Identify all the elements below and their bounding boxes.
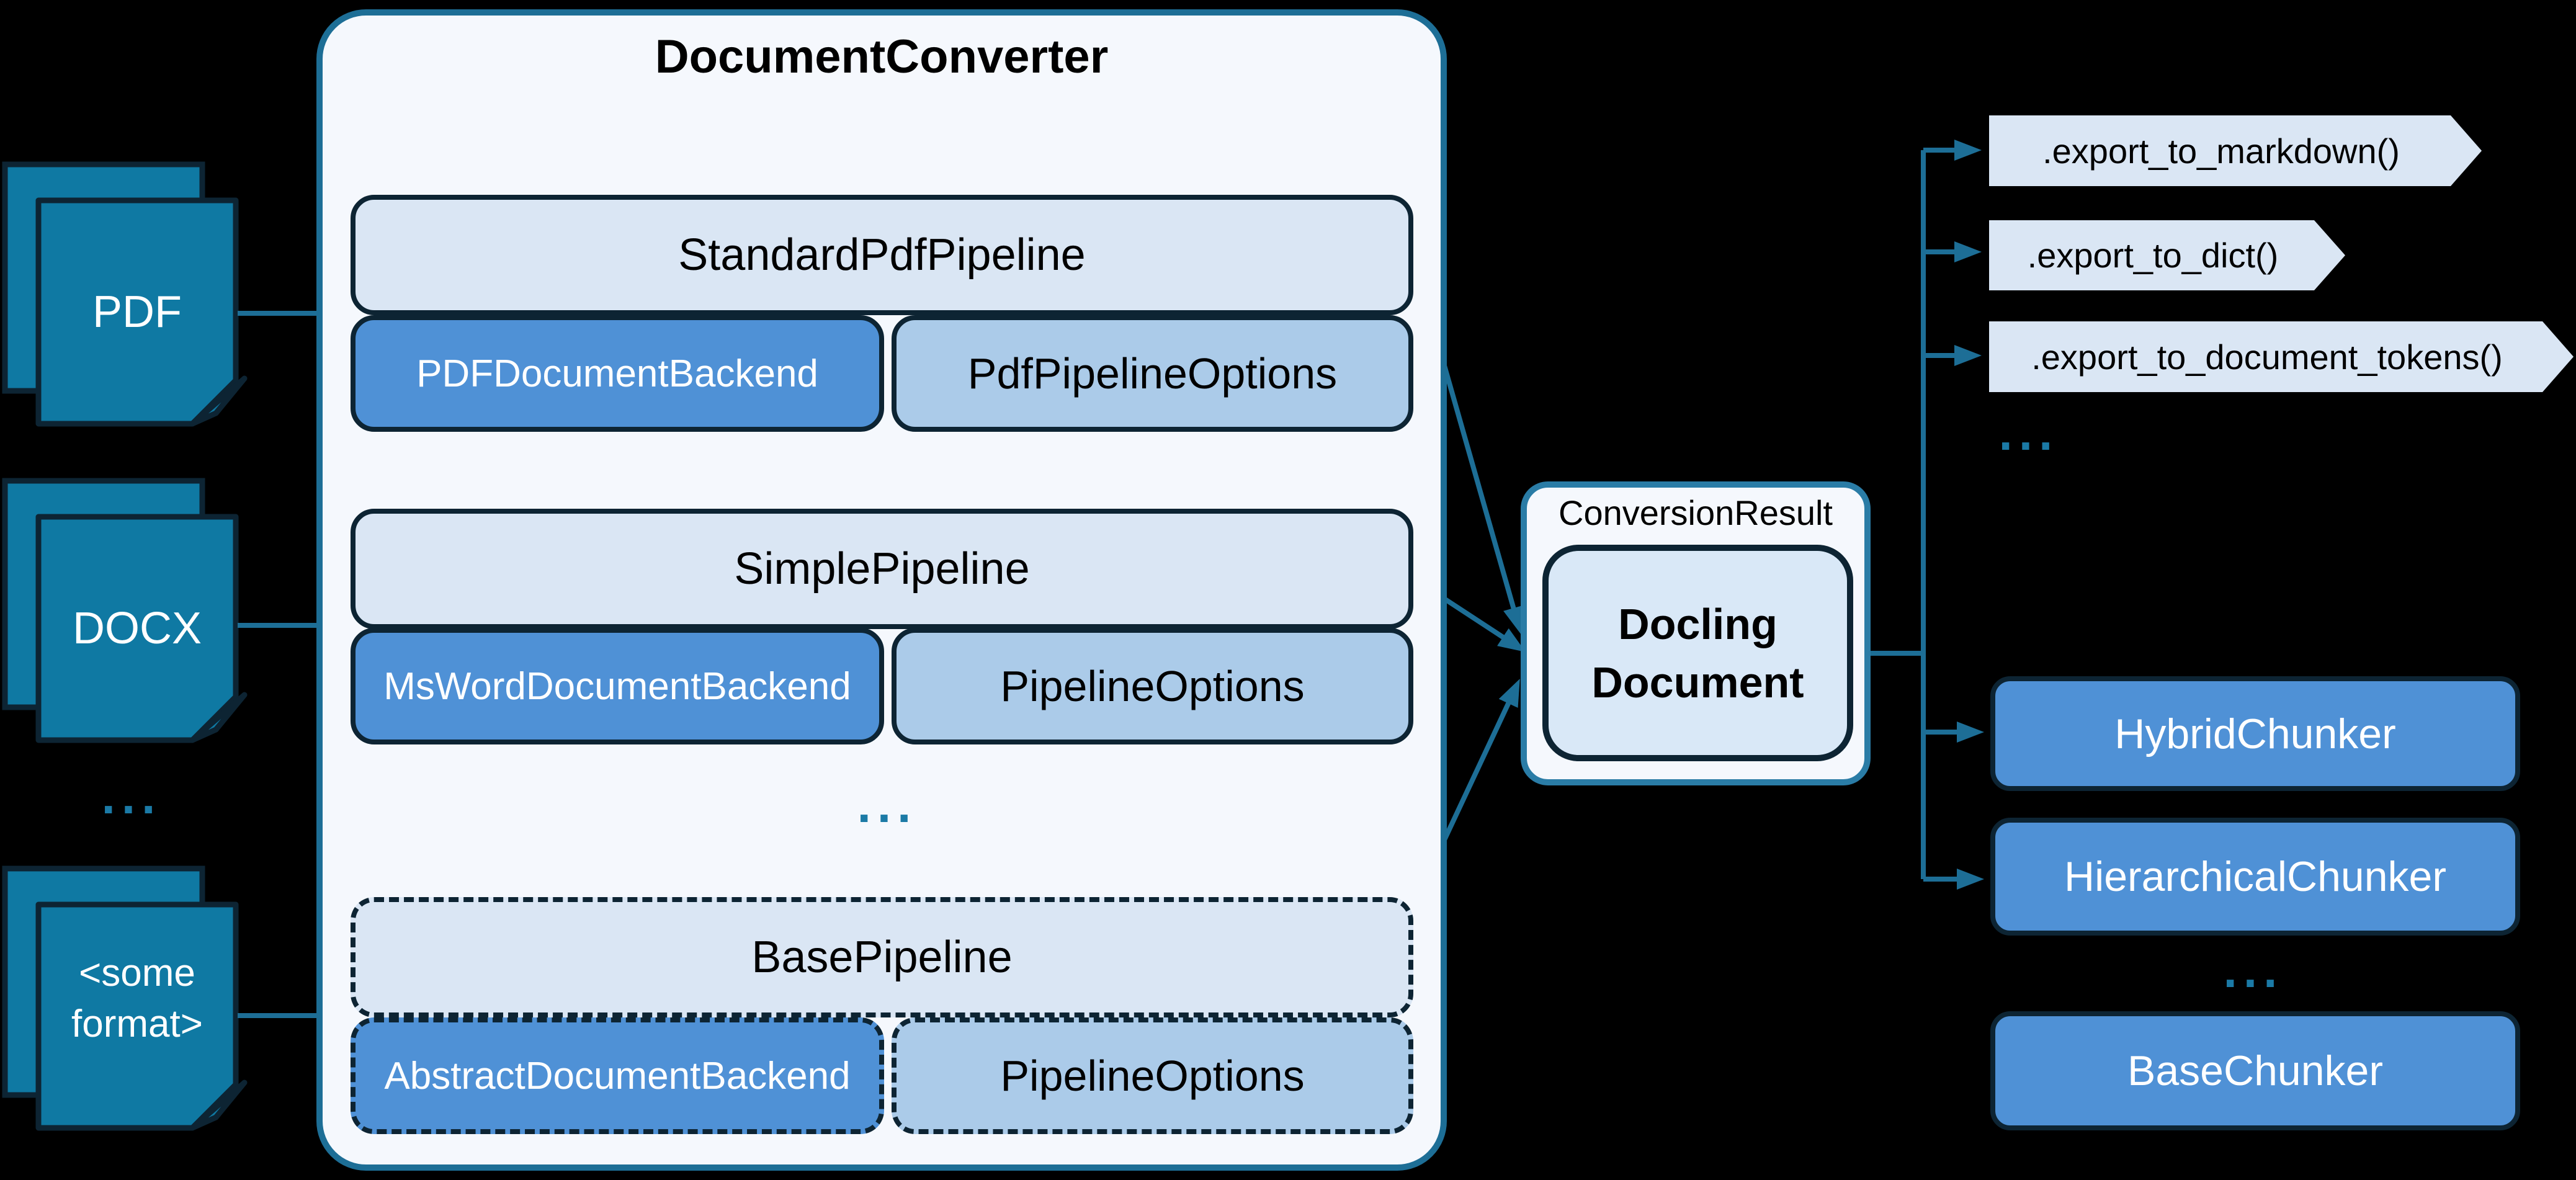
chunker-hybrid: HybridChunker [1990,676,2520,791]
chunker-label: BaseChunker [2127,1047,2384,1094]
backend-label: MsWordDocumentBackend [383,664,851,708]
options-box-simple: PipelineOptions [892,628,1413,744]
chunker-label: HybridChunker [2114,710,2396,758]
pipeline-label: BasePipeline [751,932,1013,982]
docling-document-label: Docling Document [1591,599,1804,707]
export-tag-label: .export_to_document_tokens() [2031,337,2503,377]
backend-label: AbstractDocumentBackend [384,1054,851,1097]
export-tag-markdown: .export_to_markdown() [1989,115,2482,186]
chunker-label: HierarchicalChunker [2064,853,2447,900]
options-label: PipelineOptions [1000,1052,1305,1100]
backend-box-pdf: PDFDocumentBackend [351,315,884,432]
pipeline-box-simple: SimplePipeline [351,509,1413,629]
backend-box-msword: MsWordDocumentBackend [351,628,884,744]
export-tag-label: .export_to_dict() [2027,236,2279,275]
document-converter-title: DocumentConverter [655,30,1109,83]
docling-document-box: Docling Document [1542,545,1853,761]
pipeline-label: SimplePipeline [734,544,1030,594]
export-tag-dict: .export_to_dict() [1989,220,2345,290]
exports-ellipsis: ... [1998,405,2059,460]
pipeline-box-base: BasePipeline [351,897,1413,1017]
converter-ellipsis: ... [857,777,918,833]
export-tag-label: .export_to_markdown() [2042,131,2400,171]
docx-source-label: DOCX [72,604,202,653]
backend-label: PDFDocumentBackend [416,352,818,395]
someformat-documents-icon [2,865,248,1131]
sources-ellipsis: ... [101,769,162,824]
pipeline-label: StandardPdfPipeline [678,230,1086,280]
pdf-source-label: PDF [92,287,182,337]
export-tag-document-tokens: .export_to_document_tokens() [1989,321,2574,392]
pdf-documents-icon [2,161,248,427]
options-label: PipelineOptions [1000,662,1305,710]
someformat-source-label: <some format> [71,952,203,1045]
chunkers-ellipsis: ... [2223,942,2284,998]
options-label: PdfPipelineOptions [967,349,1338,398]
chunker-base: BaseChunker [1990,1011,2520,1130]
options-box-pdf: PdfPipelineOptions [892,315,1413,432]
chunker-hierarchical: HierarchicalChunker [1990,818,2520,936]
pipeline-box-standardpdf: StandardPdfPipeline [351,195,1413,315]
conversion-result-label: ConversionResult [1559,493,1833,532]
options-box-base: PipelineOptions [892,1017,1413,1134]
backend-box-abstract: AbstractDocumentBackend [351,1017,884,1134]
docx-documents-icon [2,478,248,743]
